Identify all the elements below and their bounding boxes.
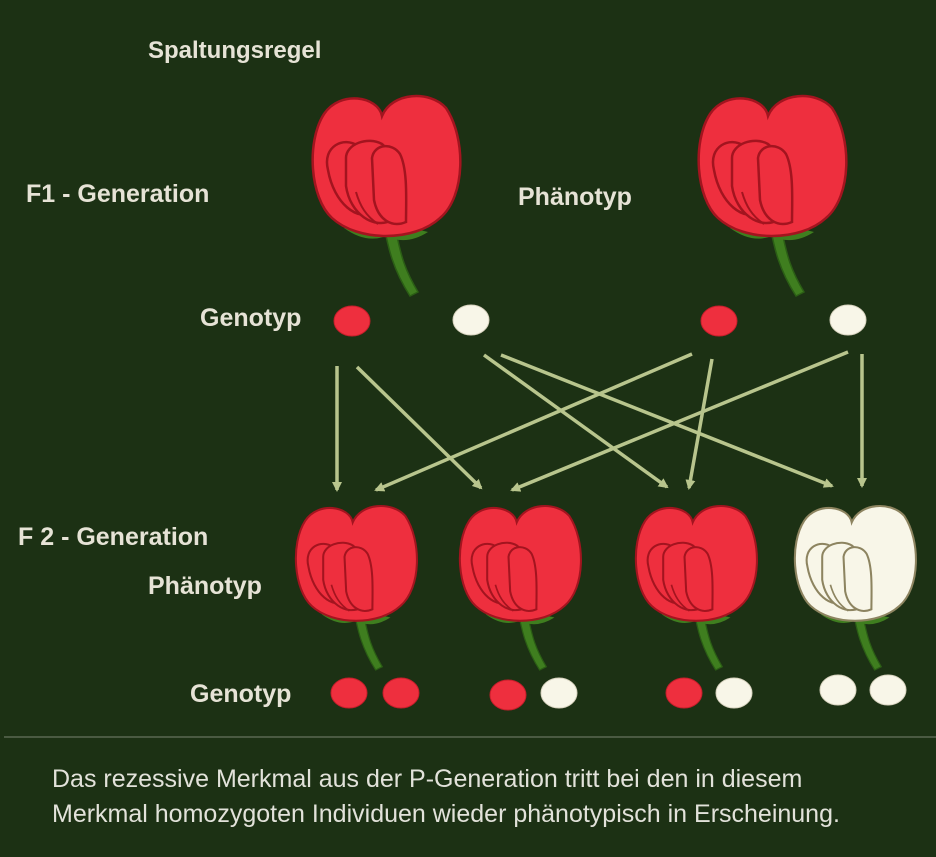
caption: Das rezessive Merkmal aus der P-Generati…: [52, 762, 912, 832]
f2-genotype-label: Genotyp: [190, 680, 292, 708]
f2-generation-label: F 2 - Generation: [18, 523, 209, 551]
f2-allele-1: [330, 677, 368, 709]
f1-phenotype-label: Phänotyp: [518, 183, 632, 211]
allele-arrow-4: [500, 353, 834, 488]
allele-arrow-6: [685, 358, 714, 490]
f1-allele-1: [333, 305, 371, 337]
f2-allele-3: [489, 679, 527, 711]
allele-arrow-2: [355, 365, 483, 490]
f2-allele-5: [665, 677, 703, 709]
allele-arrows: [332, 350, 867, 492]
f2-allele-2: [382, 677, 420, 709]
f1-flower-2: [697, 94, 848, 297]
caption-line-2: Merkmal homozygoten Individuen wieder ph…: [52, 800, 840, 828]
f1-flower-1: [311, 94, 462, 297]
f2-flower-1: [294, 505, 418, 671]
diagram-title: Spaltungsregel: [148, 37, 322, 64]
f1-allele-4: [829, 304, 867, 336]
f2-flower-4: [793, 505, 917, 671]
allele-arrow-7: [510, 350, 849, 492]
flowers: [294, 94, 917, 671]
inheritance-diagram: [294, 94, 917, 711]
caption-line-1: Das rezessive Merkmal aus der P-Generati…: [52, 765, 803, 793]
allele-arrow-3: [482, 353, 669, 489]
f1-generation-label: F1 - Generation: [26, 180, 210, 208]
divider: [4, 736, 936, 738]
allele-dots: [330, 304, 907, 711]
allele-arrow-5: [374, 352, 693, 492]
f2-allele-6: [715, 677, 753, 709]
f1-allele-3: [700, 305, 738, 337]
f2-allele-8: [869, 674, 907, 706]
f2-allele-7: [819, 674, 857, 706]
f2-flower-2: [458, 505, 582, 671]
f2-flower-3: [634, 505, 758, 671]
f2-allele-4: [540, 677, 578, 709]
f2-phenotype-label: Phänotyp: [148, 572, 262, 600]
f1-genotype-label: Genotyp: [200, 304, 302, 332]
f1-allele-2: [452, 304, 490, 336]
